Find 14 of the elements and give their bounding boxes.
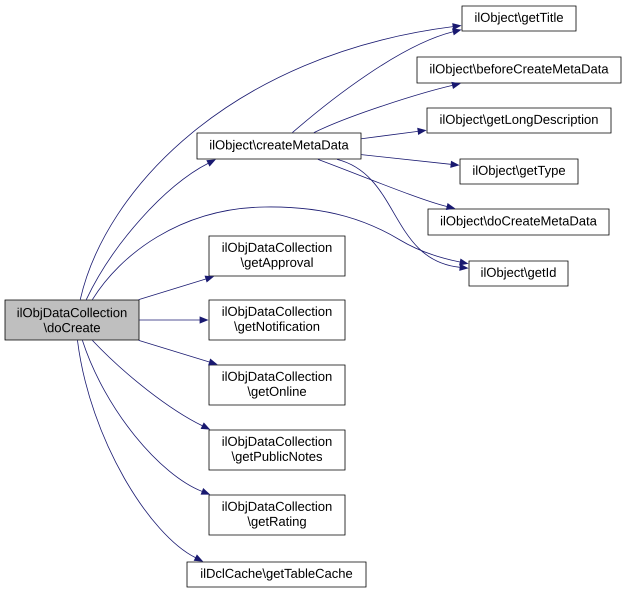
function-box: ilObjDataCollection \getRating	[208, 494, 346, 536]
function-box: ilObject\doCreateMetaData	[428, 208, 610, 236]
function-box: ilObjDataCollection \getOnline	[208, 364, 346, 406]
function-box: ilObjDataCollection \doCreate	[4, 300, 140, 340]
function-box: ilObject\getId	[468, 260, 568, 286]
function-box: ilObjDataCollection \getNotification	[208, 300, 346, 340]
function-box: ilObject\getType	[460, 158, 578, 184]
function-box: ilObjDataCollection \getApproval	[208, 236, 346, 276]
function-box: ilObject\getTitle	[462, 6, 576, 32]
function-box: ilDclCache\getTableCache	[186, 562, 366, 588]
function-box: ilObject\beforeCreateMetaData	[416, 56, 622, 84]
function-box: ilObjDataCollection \getPublicNotes	[208, 430, 346, 470]
function-box: ilObject\getLongDescription	[426, 108, 612, 134]
function-box: ilObject\createMetaData	[196, 132, 362, 160]
